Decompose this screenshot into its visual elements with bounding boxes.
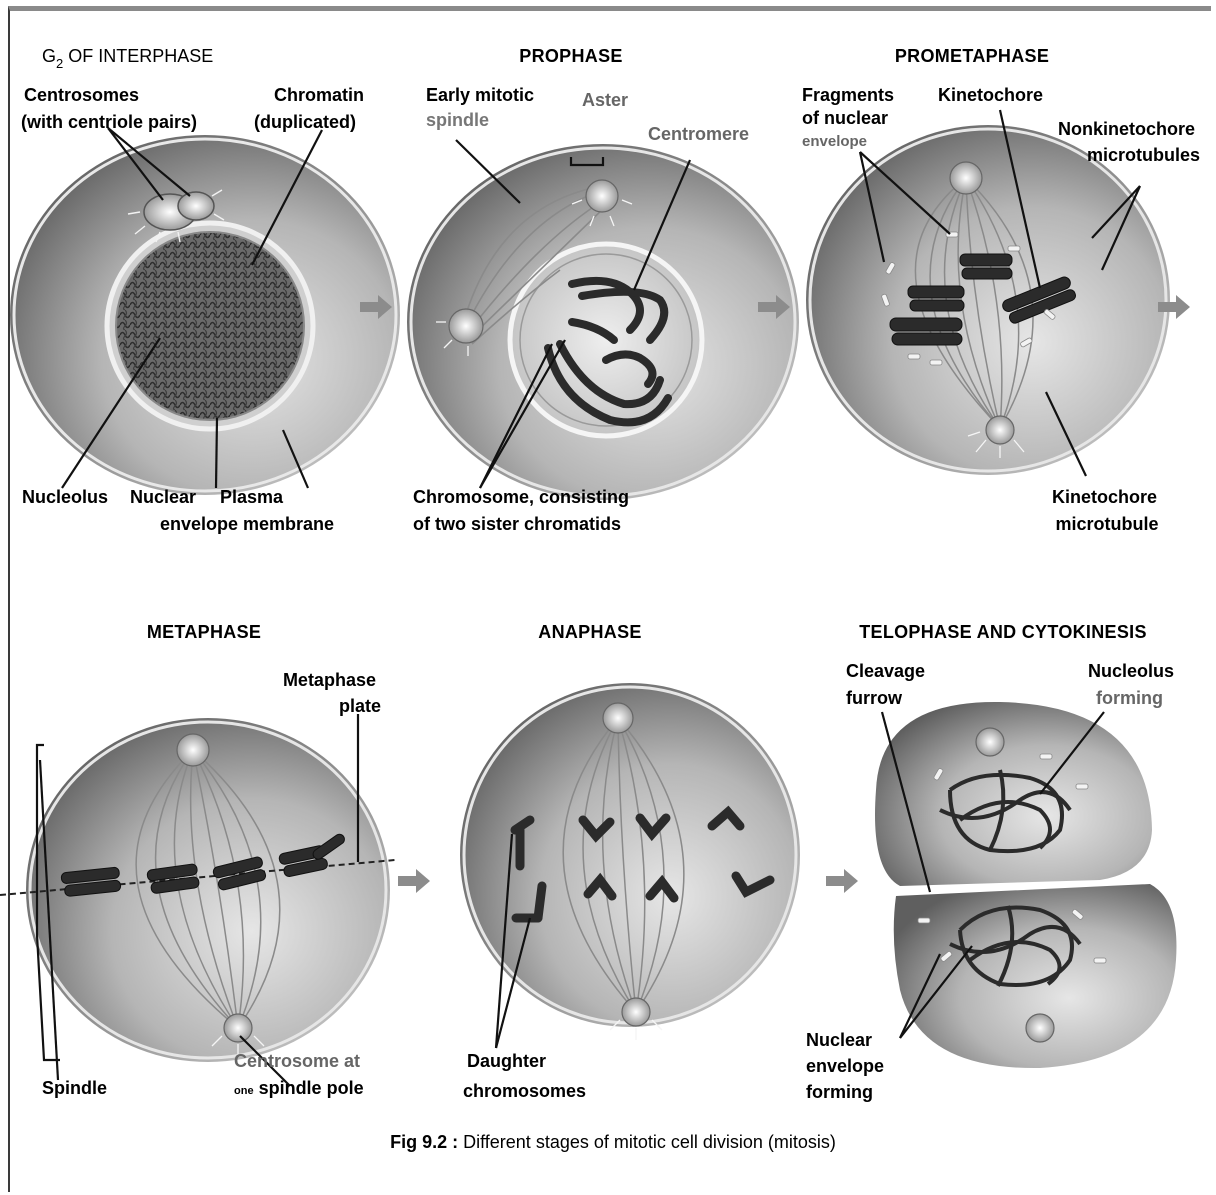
label-nucleolus: Nucleolus (22, 487, 108, 507)
label-nucleolus-forming: Nucleolus forming (1088, 661, 1179, 708)
prophase-nucleus (510, 244, 702, 436)
prometaphase-centrosome-bottom (986, 416, 1014, 444)
arrow-icon-5 (826, 869, 858, 893)
label-daughter-chromosomes: Daughter chromosomes (463, 1051, 586, 1101)
label-centromere: Centromere (648, 124, 749, 144)
prophase-aster (586, 180, 618, 212)
label-chromatin: Chromatin (duplicated) (254, 85, 369, 132)
stage-title-prometaphase: PROMETAPHASE (895, 46, 1049, 66)
figure-caption: Fig 9.2 : Different stages of mitotic ce… (390, 1132, 836, 1152)
stage-title-prophase: PROPHASE (519, 46, 622, 66)
label-centrosome-spindle-pole: Centrosome at one spindle pole (234, 1051, 365, 1098)
label-centrosomes: Centrosomes (with centriole pairs) (21, 85, 197, 132)
metaphase-centrosome-bottom (224, 1014, 252, 1042)
label-cleavage-furrow: Cleavage furrow (846, 661, 930, 708)
metaphase-centrosome-top (177, 734, 209, 766)
telophase-centrosome-bottom (1026, 1014, 1054, 1042)
label-chromosome-sister-chromatids: Chromosome, consisting of two sister chr… (413, 487, 634, 534)
label-early-mitotic-spindle: Early mitotic spindle (426, 85, 539, 130)
prometaphase-centrosome-top (950, 162, 982, 194)
label-fragments-nuclear-envelope: Fragments of nuclear envelope (802, 85, 899, 150)
arrow-icon-4 (398, 869, 430, 893)
stage-anaphase: ANAPHASE (460, 622, 800, 1101)
label-kinetochore: Kinetochore (938, 85, 1043, 105)
label-metaphase-plate: Metaphase plate (283, 670, 381, 716)
label-nuclear-envelope-forming: Nuclear envelope forming (806, 1030, 889, 1102)
label-spindle: Spindle (42, 1078, 107, 1098)
stage-telophase-cytokinesis: TELOPHASE AND CYTOKINESIS (806, 622, 1179, 1102)
label-kinetochore-microtubule: Kinetochore microtubule (1052, 487, 1162, 534)
stage-prometaphase: PROMETAPHASE (802, 46, 1200, 534)
stage-title-metaphase: METAPHASE (147, 622, 261, 642)
stage-prophase: PROPHASE (407, 46, 799, 534)
label-aster: Aster (582, 90, 628, 110)
telophase-centrosome-top (976, 728, 1004, 756)
stage-title-telophase: TELOPHASE AND CYTOKINESIS (859, 622, 1147, 642)
anaphase-centrosome-top (603, 703, 633, 733)
stage-g2-interphase: G2 OF INTERPHASE Centrosomes (with ce (10, 46, 400, 534)
stage-title-anaphase: ANAPHASE (538, 622, 641, 642)
stage-title-g2: G2 OF INTERPHASE (42, 46, 213, 71)
anaphase-centrosome-bottom (622, 998, 650, 1026)
stage-metaphase: METAPHASE (0, 622, 395, 1098)
prophase-centrosome (449, 309, 483, 343)
telophase-daughter-cell-top (875, 702, 1152, 886)
